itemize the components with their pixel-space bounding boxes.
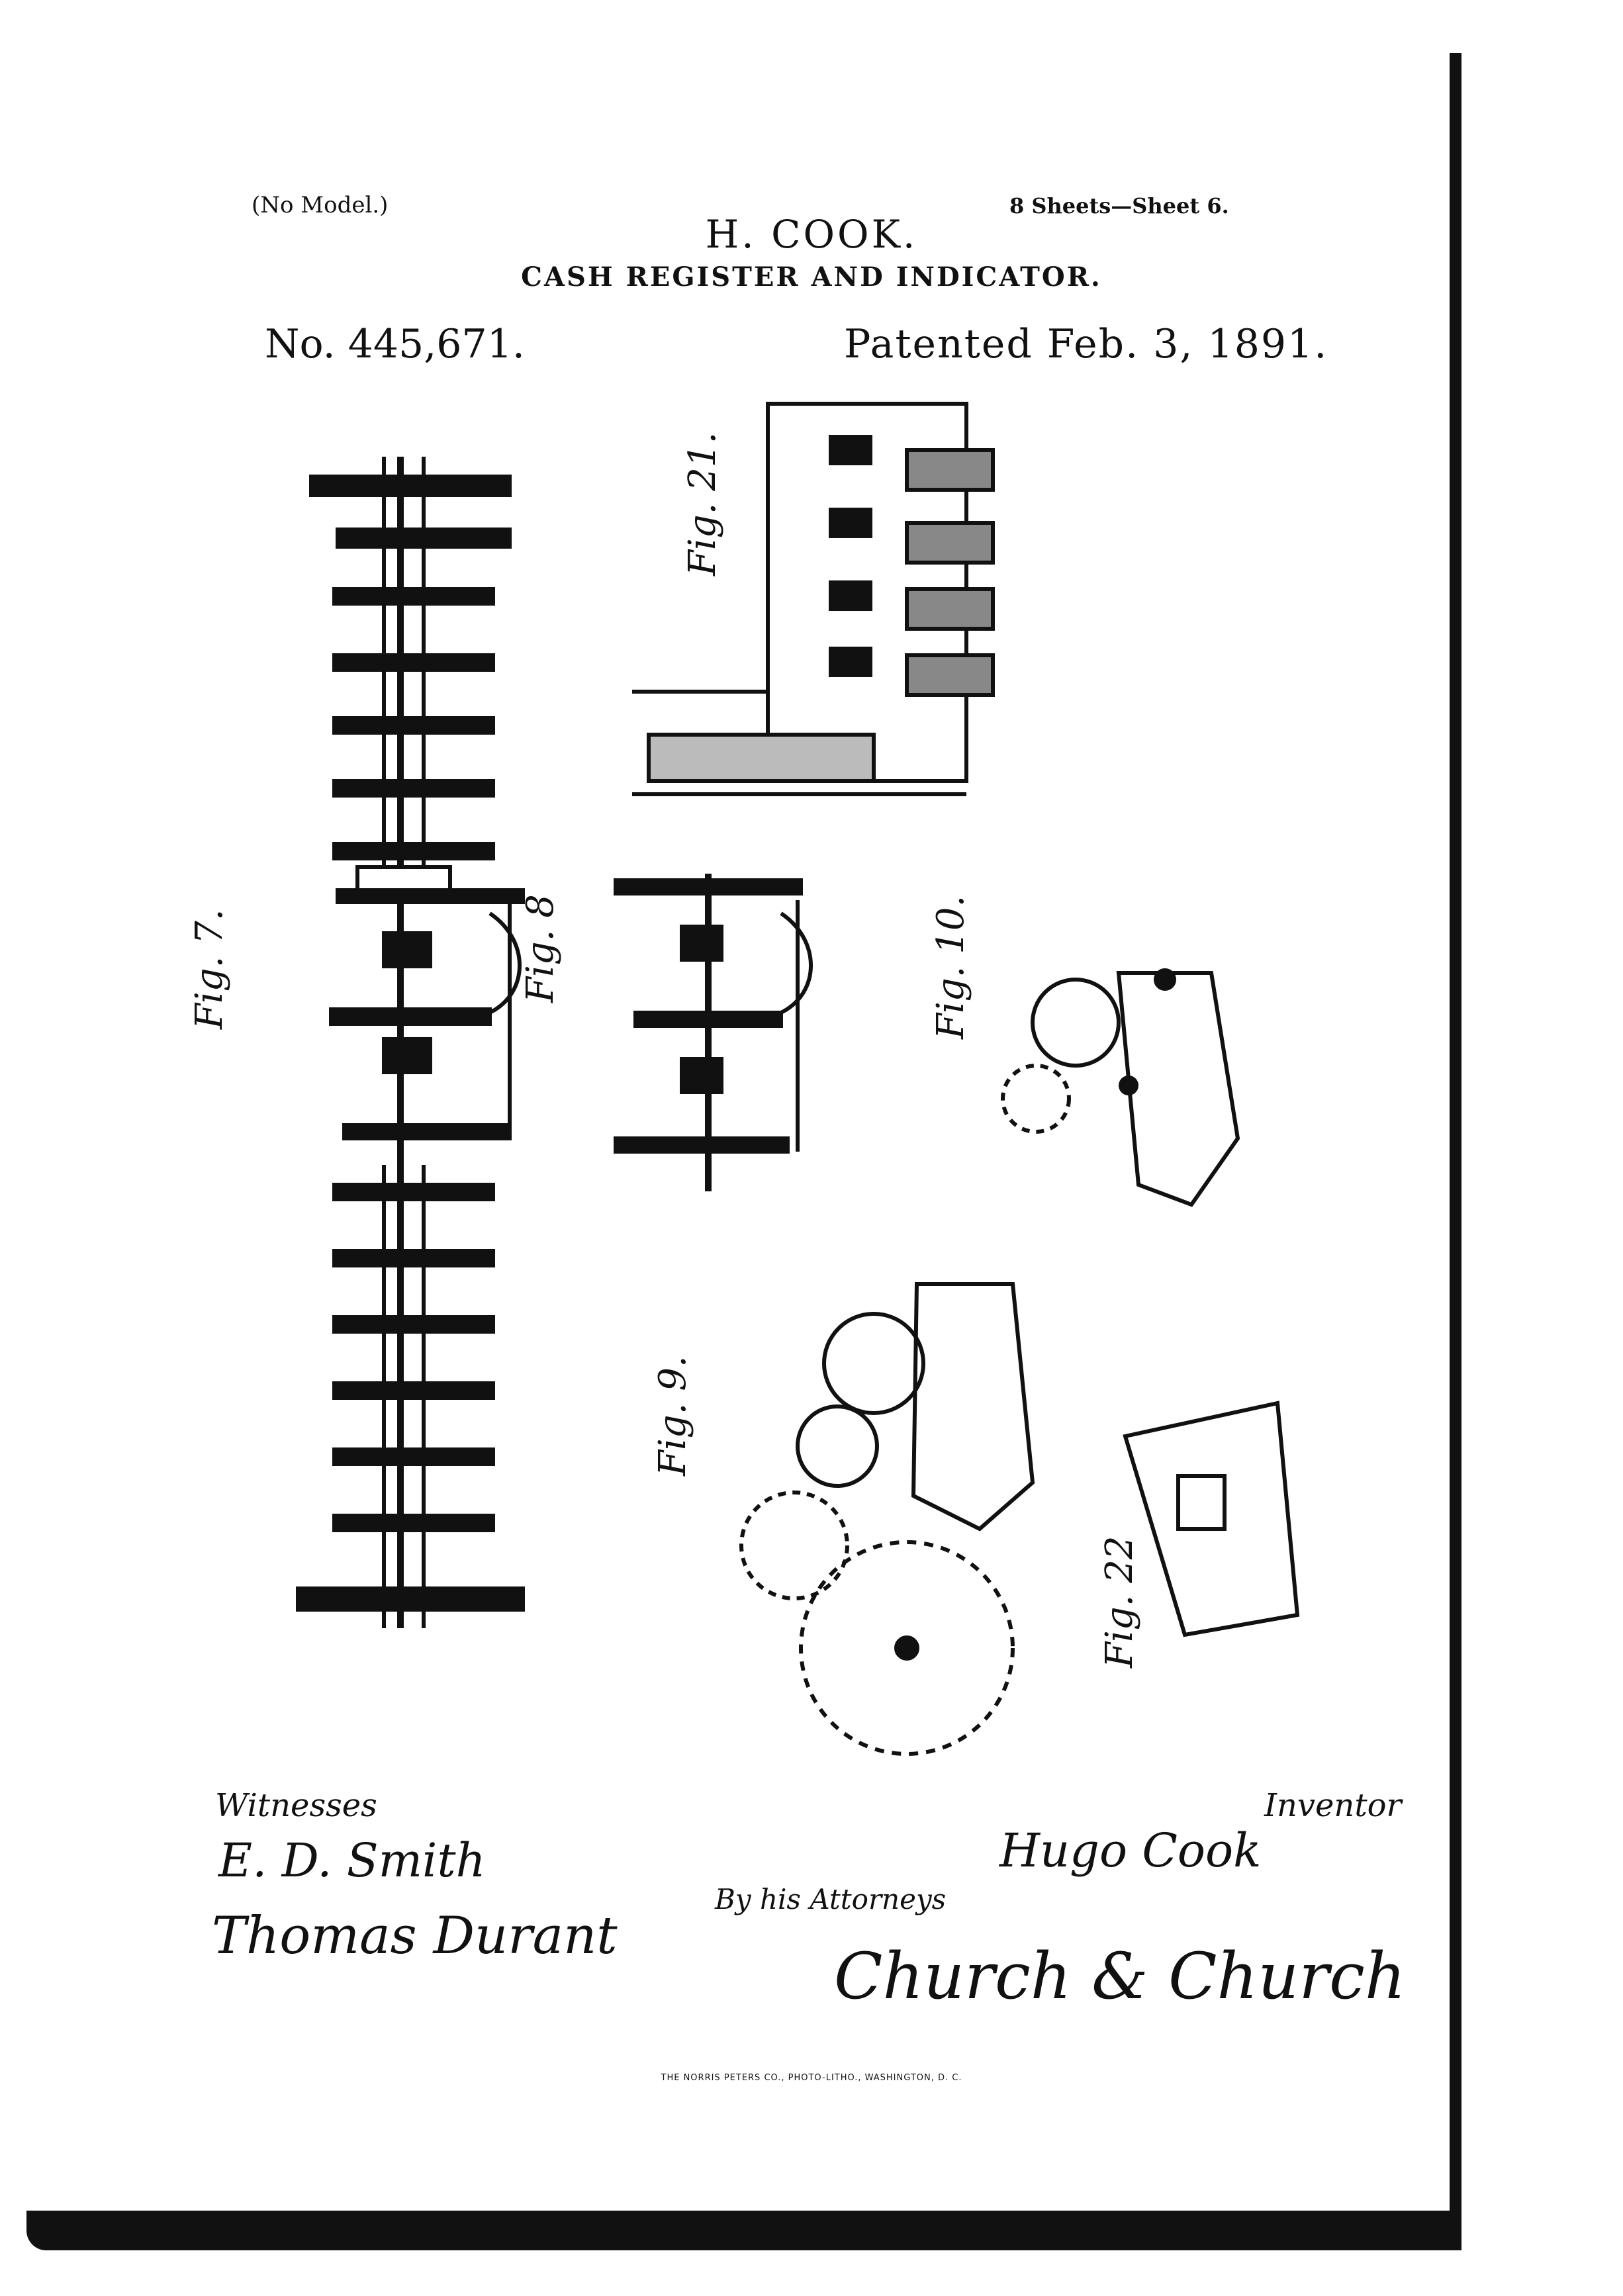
scan-border-bottom	[26, 2211, 1461, 2250]
figure-10-drawing	[1001, 968, 1240, 1207]
fig-22-label: Fig. 22	[1098, 1536, 1141, 1669]
attorney-signature: Church & Church	[834, 1939, 1406, 2013]
attorneys-label: By his Attorneys	[715, 1883, 947, 1915]
figure-8-drawing	[614, 874, 813, 1191]
model-note: (No Model.)	[252, 192, 389, 218]
fig-7-label: Fig. 7.	[188, 909, 231, 1030]
witness-signature-2: Thomas Durant	[212, 1906, 618, 1966]
figure-22-drawing	[1123, 1401, 1300, 1637]
patent-date: Patented Feb. 3, 1891.	[844, 321, 1328, 367]
fig-10-label: Fig. 10.	[929, 895, 972, 1040]
fig-9-label: Fig. 9.	[651, 1355, 694, 1477]
figure-7-drawing	[296, 457, 525, 1628]
patent-number: No. 445,671.	[265, 321, 525, 367]
witnesses-label: Witnesses	[215, 1787, 377, 1824]
inventor-name: H. COOK.	[705, 212, 918, 257]
inventor-signature: Hugo Cook	[999, 1823, 1262, 1878]
inventor-label: Inventor	[1264, 1787, 1402, 1824]
figure-9-drawing	[739, 1282, 1035, 1756]
printer-credit: THE NORRIS PETERS CO., PHOTO-LITHO., WAS…	[661, 2073, 962, 2083]
scan-border-right	[1450, 53, 1461, 2237]
fig-21-label: Fig. 21.	[681, 432, 724, 576]
fig-8-label: Fig. 8	[519, 894, 562, 1003]
sheet-count: 8 Sheets—Sheet 6.	[1009, 193, 1229, 218]
witness-signature-1: E. D. Smith	[218, 1833, 486, 1888]
figure-21-drawing	[632, 402, 995, 796]
patent-title: CASH REGISTER AND INDICATOR.	[521, 261, 1102, 293]
